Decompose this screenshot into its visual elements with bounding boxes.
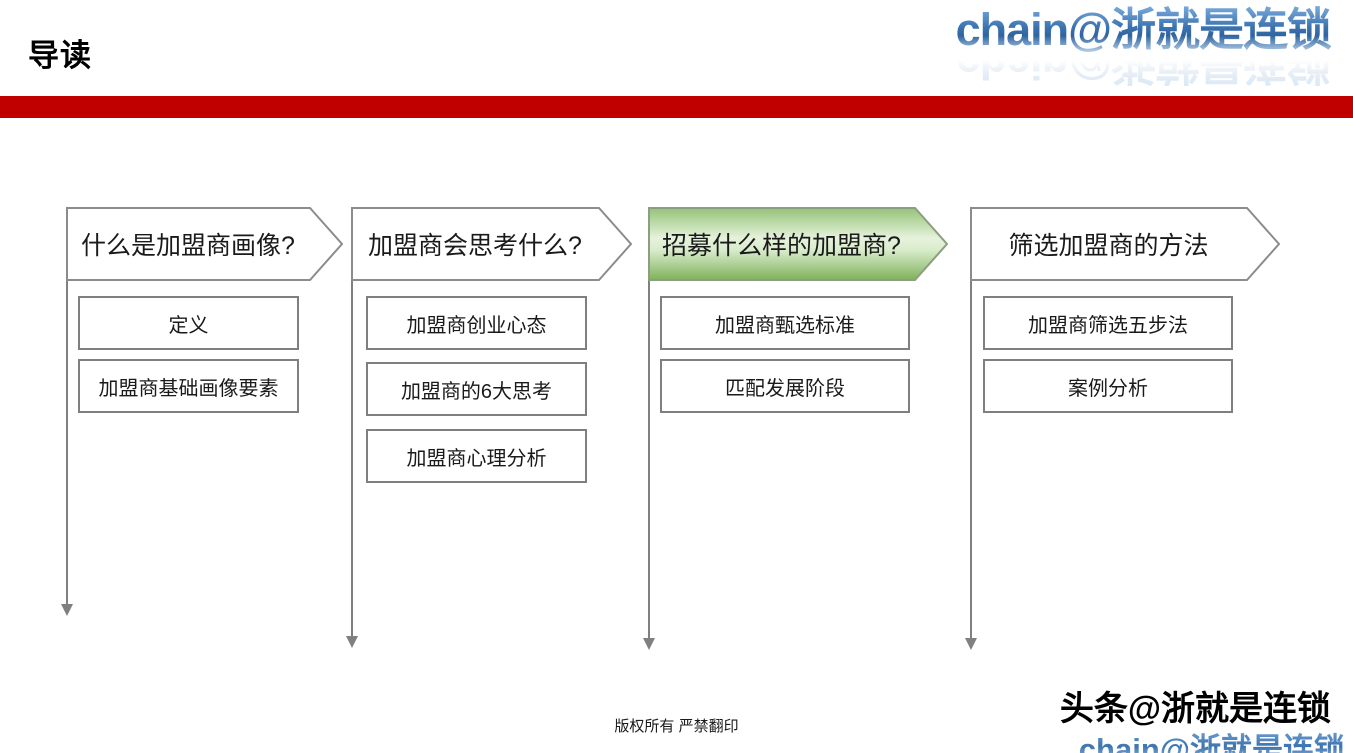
topic-box-label: 加盟商基础画像要素	[98, 377, 279, 400]
topic-box: 匹配发展阶段	[660, 359, 910, 413]
topic-box-label: 定义	[168, 314, 209, 337]
topic-box: 定义	[78, 296, 299, 350]
topic-box-label: 加盟商甄选标准	[715, 314, 855, 337]
arrow-line	[648, 210, 650, 640]
topic-box: 加盟商的6大思考	[366, 362, 587, 416]
arrow-head-icon	[643, 638, 655, 650]
arrow-head-icon	[61, 604, 73, 616]
chevron-header-4: 筛选加盟商的方法	[970, 207, 1280, 281]
flow-arrow-down-3	[643, 210, 655, 650]
watermark-blue-text: chain@浙就是连锁	[1079, 724, 1345, 753]
chevron-label: 什么是加盟商画像?	[81, 232, 295, 260]
chevron-header-1: 什么是加盟商画像?	[66, 207, 343, 281]
flow-arrow-down-2	[346, 210, 358, 648]
chevron-header-2: 加盟商会思考什么?	[351, 207, 632, 281]
topic-box-label: 加盟商创业心态	[406, 314, 547, 337]
chevron-shape	[648, 207, 948, 281]
page-title: 导读	[28, 38, 92, 73]
copyright-notice: 版权所有 严禁翻印	[614, 718, 739, 735]
arrow-line	[66, 210, 68, 606]
chevron-shape	[66, 207, 343, 281]
arrow-head-icon	[346, 636, 358, 648]
arrow-head-icon	[965, 638, 977, 650]
flow-arrow-down-1	[61, 210, 73, 616]
flow-arrow-down-4	[965, 210, 977, 650]
chevron-label: 招募什么样的加盟商?	[662, 232, 901, 260]
topic-box-label: 匹配发展阶段	[725, 377, 845, 400]
topic-box: 案例分析	[983, 359, 1233, 413]
chevron-shape	[351, 207, 632, 281]
brand-logo: chain@浙就是连锁 chain@浙就是连锁	[955, 4, 1332, 89]
brand-logo-reflection: chain@浙就是连锁	[955, 37, 1331, 89]
watermark: chain@浙就是连锁 头条@浙就是连锁	[995, 681, 1345, 753]
chevron-shape	[970, 207, 1280, 281]
chevron-header-3-highlighted: 招募什么样的加盟商?	[648, 207, 948, 281]
arrow-line	[970, 210, 972, 640]
topic-box: 加盟商基础画像要素	[78, 359, 299, 413]
arrow-line	[351, 210, 353, 638]
topic-box-label: 加盟商心理分析	[406, 447, 547, 470]
topic-box: 加盟商甄选标准	[660, 296, 910, 350]
topic-box: 加盟商心理分析	[366, 429, 587, 483]
accent-divider-bar	[0, 96, 1353, 118]
watermark-black-text: 头条@浙就是连锁	[1059, 690, 1331, 728]
topic-box-label: 加盟商筛选五步法	[1028, 314, 1188, 337]
brand-logo-text: chain@浙就是连锁	[955, 4, 1332, 55]
topic-box-label: 案例分析	[1068, 377, 1148, 400]
chevron-label: 加盟商会思考什么?	[368, 232, 582, 260]
chevron-label: 筛选加盟商的方法	[1008, 232, 1209, 260]
topic-box: 加盟商创业心态	[366, 296, 587, 350]
topic-box: 加盟商筛选五步法	[983, 296, 1233, 350]
topic-box-label: 加盟商的6大思考	[400, 380, 553, 403]
